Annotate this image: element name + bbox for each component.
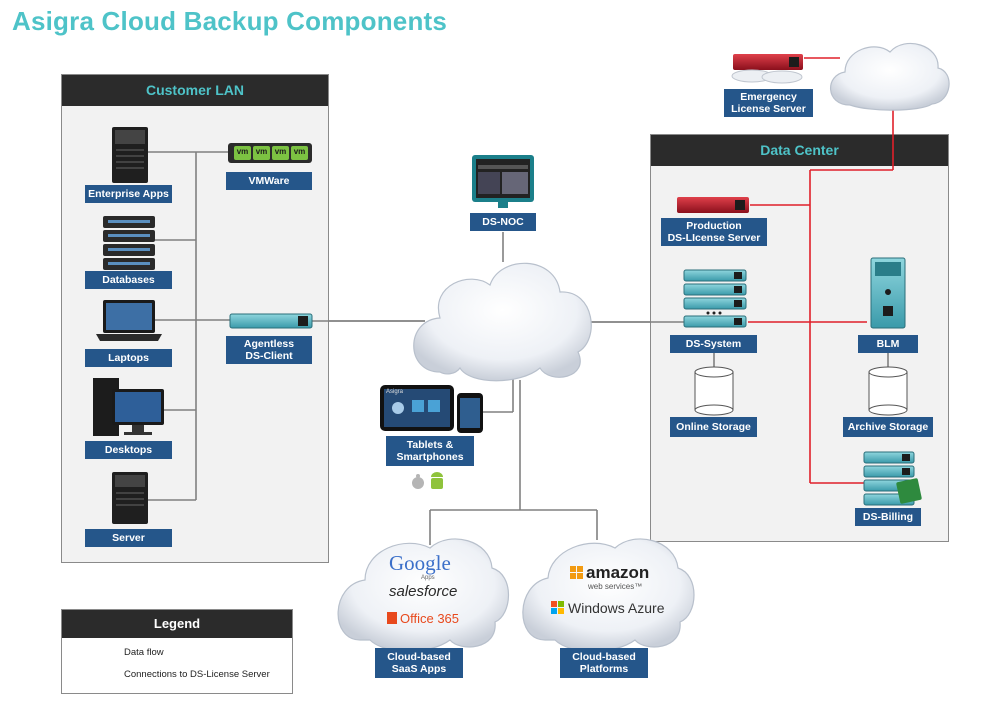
legend: Legend Data flow Connections to DS-Licen… (61, 609, 293, 694)
label-production-license-server: Production DS-LIcense Server (661, 218, 767, 246)
windows-azure-logo: Windows Azure (568, 600, 665, 616)
vm-badge: vm (293, 147, 306, 156)
label-enterprise-apps: Enterprise Apps (85, 185, 172, 203)
legend-license-label: Connections to DS-License Server (124, 668, 270, 680)
android-icon (431, 472, 443, 489)
ds-billing-servers-icon (863, 451, 922, 506)
vmware-badges: vm vm vm vm (234, 147, 310, 156)
label-blm: BLM (858, 335, 918, 353)
central-cloud (413, 262, 592, 382)
tablet-brand: Asigra (386, 389, 404, 395)
archive-storage-cylinder-icon (868, 366, 908, 416)
label-online-storage: Online Storage (670, 417, 757, 437)
ds-client-appliance-icon (229, 313, 313, 329)
saas-cloud (337, 538, 510, 652)
windows-logo-icon (551, 601, 564, 614)
label-tablets-smartphones: Tablets & Smartphones (386, 436, 474, 466)
office365-icon (387, 612, 397, 624)
legend-data-flow: Data flow (124, 645, 164, 659)
label-cloud-platforms: Cloud-based Platforms (560, 648, 648, 678)
label-ds-system: DS-System (670, 335, 757, 353)
platforms-cloud (522, 538, 695, 652)
label-databases: Databases (85, 271, 172, 289)
database-stack-icon (103, 216, 155, 270)
amazon-logo: amazon (586, 563, 650, 582)
vm-badge: vm (255, 147, 268, 156)
google-text: Google (389, 551, 451, 575)
label-desktops: Desktops (85, 441, 172, 459)
desktop-icon (93, 378, 164, 436)
customer-lan-heading: Customer LAN (62, 75, 328, 106)
online-storage-cylinder-icon (694, 366, 734, 416)
ds-system-servers-icon (683, 269, 747, 328)
google-apps-sub: Apps (421, 575, 435, 581)
internet-cloud (830, 43, 950, 111)
blm-server-icon (870, 257, 906, 329)
label-ds-billing: DS-Billing (855, 508, 921, 526)
amazon-logo-icon (570, 566, 583, 579)
google-logo: Google (389, 551, 451, 576)
legend-license: Connections to DS-License Server (124, 667, 270, 681)
label-emergency-license-server: Emergency License Server (724, 89, 813, 117)
salesforce-logo: salesforce (389, 583, 458, 600)
data-center-heading: Data Center (651, 135, 948, 166)
label-vmware: VMWare (226, 172, 312, 190)
amazon-web-services-sub: web services™ (588, 582, 643, 591)
label-laptops: Laptops (85, 349, 172, 367)
tablet-smartphone-icon (380, 385, 483, 433)
label-saas-apps: Cloud-based SaaS Apps (375, 648, 463, 678)
label-agentless-ds-client: Agentless DS-Client (226, 336, 312, 364)
label-archive-storage: Archive Storage (843, 417, 933, 437)
server-tower-icon (112, 472, 148, 524)
legend-data-flow-label: Data flow (124, 646, 164, 658)
legend-heading: Legend (62, 610, 292, 638)
ds-noc-monitor-icon (472, 155, 534, 208)
enterprise-apps-server-icon (112, 127, 148, 183)
vmware-appliance-icon (228, 143, 312, 163)
office365-logo: Office 365 (400, 611, 460, 626)
laptop-icon (96, 300, 162, 341)
apple-icon (412, 474, 424, 489)
vm-badge: vm (236, 147, 249, 156)
page-title: Asigra Cloud Backup Components (12, 6, 448, 36)
production-license-server-icon (677, 197, 749, 213)
emergency-license-server-icon (731, 54, 803, 84)
label-ds-noc: DS-NOC (470, 213, 536, 231)
vm-badge: vm (274, 147, 287, 156)
label-server: Server (85, 529, 172, 547)
